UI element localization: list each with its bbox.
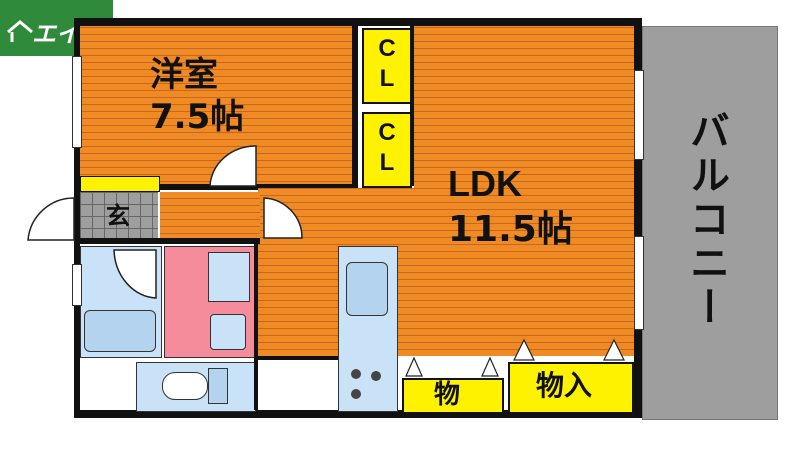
balcony-label: バルコニー [683, 110, 729, 330]
wall-right [634, 18, 642, 418]
wash-basin [210, 314, 246, 350]
stove-burners-icon [351, 369, 381, 399]
kitchen-sink [346, 262, 388, 316]
balcony [642, 26, 778, 420]
wall-closet-right [410, 26, 414, 186]
wall-entrance-bottom [80, 238, 260, 244]
bathroom-door-swing [113, 249, 157, 299]
window-west [72, 56, 82, 148]
entrance-step [80, 176, 160, 192]
western-room-size: 7.5帖 [150, 97, 245, 137]
storage-small-doors [405, 356, 499, 377]
western-door-swing [209, 145, 257, 187]
ldk-door-swing [263, 197, 303, 239]
closet-1-l: L [379, 65, 395, 92]
washing-machine [208, 252, 250, 302]
wall-western-ldk [352, 26, 358, 188]
entrance-door-swing [27, 197, 75, 241]
toilet-bowl [162, 372, 208, 400]
ldk-floor-lower [258, 188, 634, 356]
ldk-size: 11.5帖 [448, 209, 573, 250]
window-balcony-1 [634, 70, 644, 160]
wall-wet-area [254, 244, 258, 410]
storage-small [402, 378, 504, 414]
western-room-name: 洋室 [150, 55, 218, 95]
house-roof-icon [7, 20, 33, 42]
storage-large [508, 362, 634, 414]
window-bath [72, 264, 82, 306]
storage-small-name: 物 [434, 380, 461, 410]
closet-1-c: C [378, 35, 396, 62]
bathtub [84, 310, 156, 352]
wall-kitchen-bottom [254, 356, 338, 360]
ldk-name: LDK [448, 163, 522, 204]
closet-2-c: C [378, 119, 396, 146]
storage-large-name: 物入 [536, 369, 593, 402]
entrance-floor [80, 192, 158, 240]
closet-2: C L [362, 112, 412, 188]
entrance-name: 玄 [106, 202, 130, 230]
wall-top [74, 18, 642, 26]
toilet-tank [208, 368, 228, 404]
closet-1: C L [362, 28, 412, 104]
wall-bottom [74, 410, 642, 418]
wall-western-bottom [80, 184, 358, 190]
window-balcony-2 [634, 236, 644, 330]
hall-floor [160, 192, 260, 240]
wall-left [74, 18, 80, 418]
western-room-floor [80, 26, 358, 188]
closet-2-l: L [379, 149, 395, 176]
storage-large-doors [513, 338, 625, 361]
